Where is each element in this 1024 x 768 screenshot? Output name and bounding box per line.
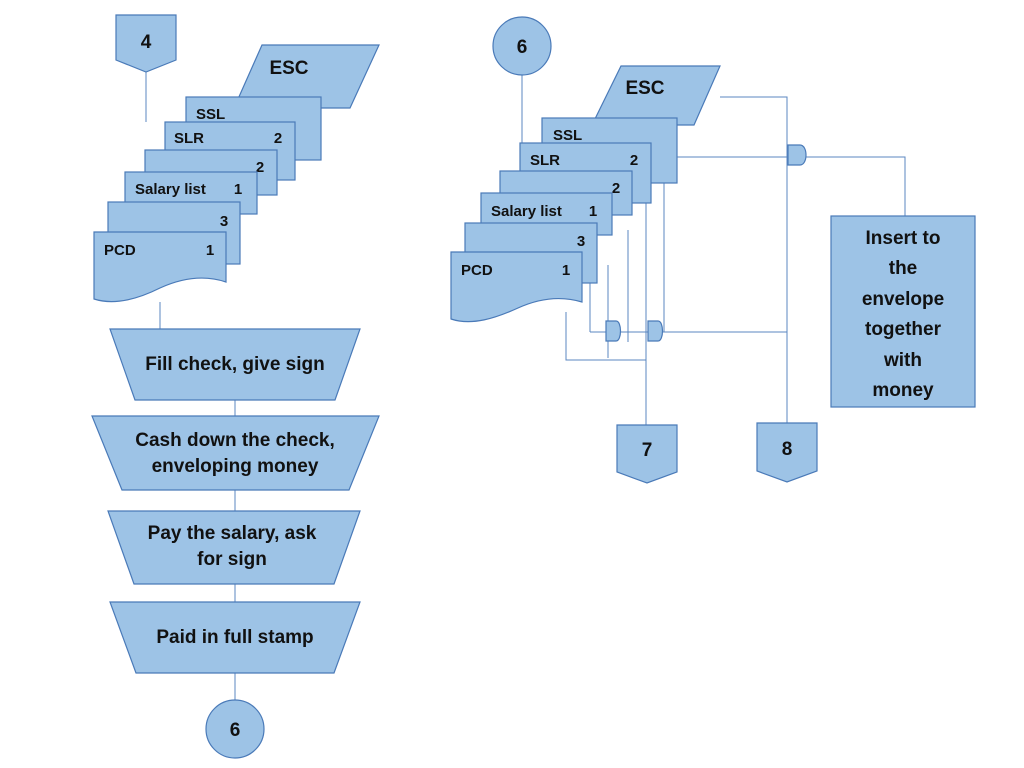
right-flow: 6 ESC SSL SLR 2 2 Salary list xyxy=(450,16,976,484)
connector-line xyxy=(676,156,906,216)
document-pcd: PCD 1 xyxy=(93,231,227,303)
offpage-connector-8: 8 xyxy=(756,422,818,483)
svg-text:SSL: SSL xyxy=(553,127,582,144)
offpage-connector-7: 7 xyxy=(616,424,678,484)
svg-text:together: together xyxy=(865,319,942,340)
line-junction xyxy=(787,144,807,166)
svg-text:SSL: SSL xyxy=(196,106,225,123)
connector-circle-6: 6 xyxy=(205,699,265,759)
svg-text:Salary list: Salary list xyxy=(491,203,562,220)
svg-text:2: 2 xyxy=(612,180,620,197)
svg-text:Fill check, give sign: Fill check, give sign xyxy=(145,354,325,375)
svg-text:PCD: PCD xyxy=(104,242,136,259)
svg-text:the: the xyxy=(889,258,918,279)
document-stack: SSL SLR 2 2 Salary list 1 3 P xyxy=(450,117,678,323)
svg-text:envelope: envelope xyxy=(862,289,944,310)
esc-data-shape: ESC xyxy=(233,44,380,109)
connector-line xyxy=(720,96,788,423)
svg-text:8: 8 xyxy=(782,439,793,460)
svg-text:1: 1 xyxy=(206,242,214,259)
connector-line xyxy=(565,312,646,361)
svg-text:4: 4 xyxy=(141,32,152,53)
svg-text:6: 6 xyxy=(517,37,528,58)
step-paid-in-full-stamp: Paid in full stamp xyxy=(109,601,361,674)
svg-text:1: 1 xyxy=(589,203,597,220)
svg-text:Paid in full stamp: Paid in full stamp xyxy=(156,627,313,648)
svg-text:1: 1 xyxy=(562,262,570,279)
svg-text:1: 1 xyxy=(234,181,242,198)
svg-text:2: 2 xyxy=(630,152,638,169)
svg-text:money: money xyxy=(872,380,934,401)
svg-text:2: 2 xyxy=(256,159,264,176)
svg-text:Pay the salary, ask: Pay the salary, ask xyxy=(148,523,317,544)
document-pcd: PCD 1 xyxy=(450,251,583,323)
document-stack: SSL SLR 2 2 Salary list 1 3 P xyxy=(93,96,322,303)
svg-text:ESC: ESC xyxy=(625,78,664,99)
svg-text:6: 6 xyxy=(230,720,241,741)
svg-text:with: with xyxy=(883,350,922,371)
svg-text:3: 3 xyxy=(220,213,228,230)
step-fill-check: Fill check, give sign xyxy=(109,328,361,401)
esc-data-shape: ESC xyxy=(591,65,721,126)
svg-text:Cash down the check,: Cash down the check, xyxy=(135,430,335,451)
svg-text:ESC: ESC xyxy=(269,58,308,79)
connector-circle-6-start: 6 xyxy=(492,16,552,76)
svg-text:enveloping money: enveloping money xyxy=(152,456,319,477)
process-insert-envelope: Insert to the envelope together with mon… xyxy=(830,215,976,408)
svg-text:PCD: PCD xyxy=(461,262,493,279)
svg-text:Insert to: Insert to xyxy=(866,228,941,249)
line-junction xyxy=(647,320,664,342)
line-junction xyxy=(605,320,622,342)
svg-text:SLR: SLR xyxy=(174,130,204,147)
svg-text:3: 3 xyxy=(577,233,585,250)
left-flow: 4 ESC SSL SLR 2 2 Salary list xyxy=(91,14,380,759)
svg-text:SLR: SLR xyxy=(530,152,560,169)
step-pay-salary: Pay the salary, ask for sign xyxy=(107,510,361,585)
svg-text:7: 7 xyxy=(642,440,653,461)
step-cash-down-check: Cash down the check, enveloping money xyxy=(91,415,380,491)
svg-text:Salary list: Salary list xyxy=(135,181,206,198)
svg-text:for sign: for sign xyxy=(197,549,267,570)
offpage-connector-4: 4 xyxy=(115,14,177,73)
svg-text:2: 2 xyxy=(274,130,282,147)
